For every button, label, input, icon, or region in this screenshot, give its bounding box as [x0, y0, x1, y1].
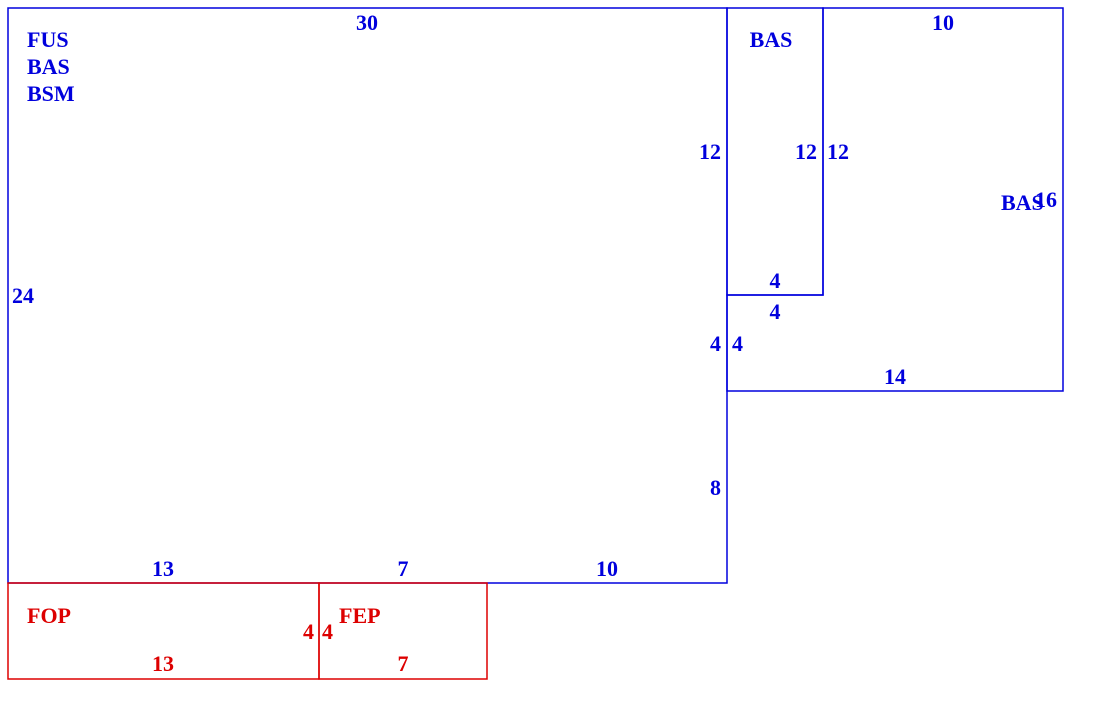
wide-bas-bottom-dimension: 14 — [884, 364, 906, 389]
fep-bottom-dimension: 7 — [398, 651, 409, 676]
main-area-code-1: FUS — [27, 27, 69, 52]
main-right-mid-dimension: 4 — [710, 331, 721, 356]
main-bottom-dimension-3: 10 — [596, 556, 618, 581]
main-bottom-dimension-1: 13 — [152, 556, 174, 581]
wide-bas-left-lower-dimension: 4 — [732, 331, 743, 356]
fep-outline — [318, 582, 488, 680]
wide-bas-right-dimension: 16 — [1035, 187, 1057, 212]
narrow-bas-right-dimension: 12 — [795, 139, 817, 164]
main-right-upper-dimension: 12 — [699, 139, 721, 164]
main-left-dimension: 24 — [12, 283, 34, 308]
main-right-lower-dimension: 8 — [710, 475, 721, 500]
narrow-bas-code: BAS — [750, 27, 793, 52]
wide-bas-outline — [726, 7, 1064, 392]
wide-bas-top-dimension: 10 — [932, 10, 954, 35]
fep-left-dimension: 4 — [322, 619, 333, 644]
fop-bottom-dimension: 13 — [152, 651, 174, 676]
main-top-dimension: 30 — [356, 10, 378, 35]
main-bottom-dimension-2: 7 — [398, 556, 409, 581]
narrow-bas-bottom-dimension: 4 — [770, 268, 781, 293]
fep-code: FEP — [339, 603, 381, 628]
fop-right-dimension: 4 — [303, 619, 314, 644]
wide-bas-code: BAS — [1001, 190, 1044, 215]
main-area-code-3: BSM — [27, 81, 75, 106]
fop-code: FOP — [27, 603, 71, 628]
main-area-code-2: BAS — [27, 54, 70, 79]
main-area-outline — [7, 7, 728, 584]
wide-bas-top-inner-dimension: 4 — [770, 299, 781, 324]
wide-bas-left-upper-dimension: 12 — [827, 139, 849, 164]
